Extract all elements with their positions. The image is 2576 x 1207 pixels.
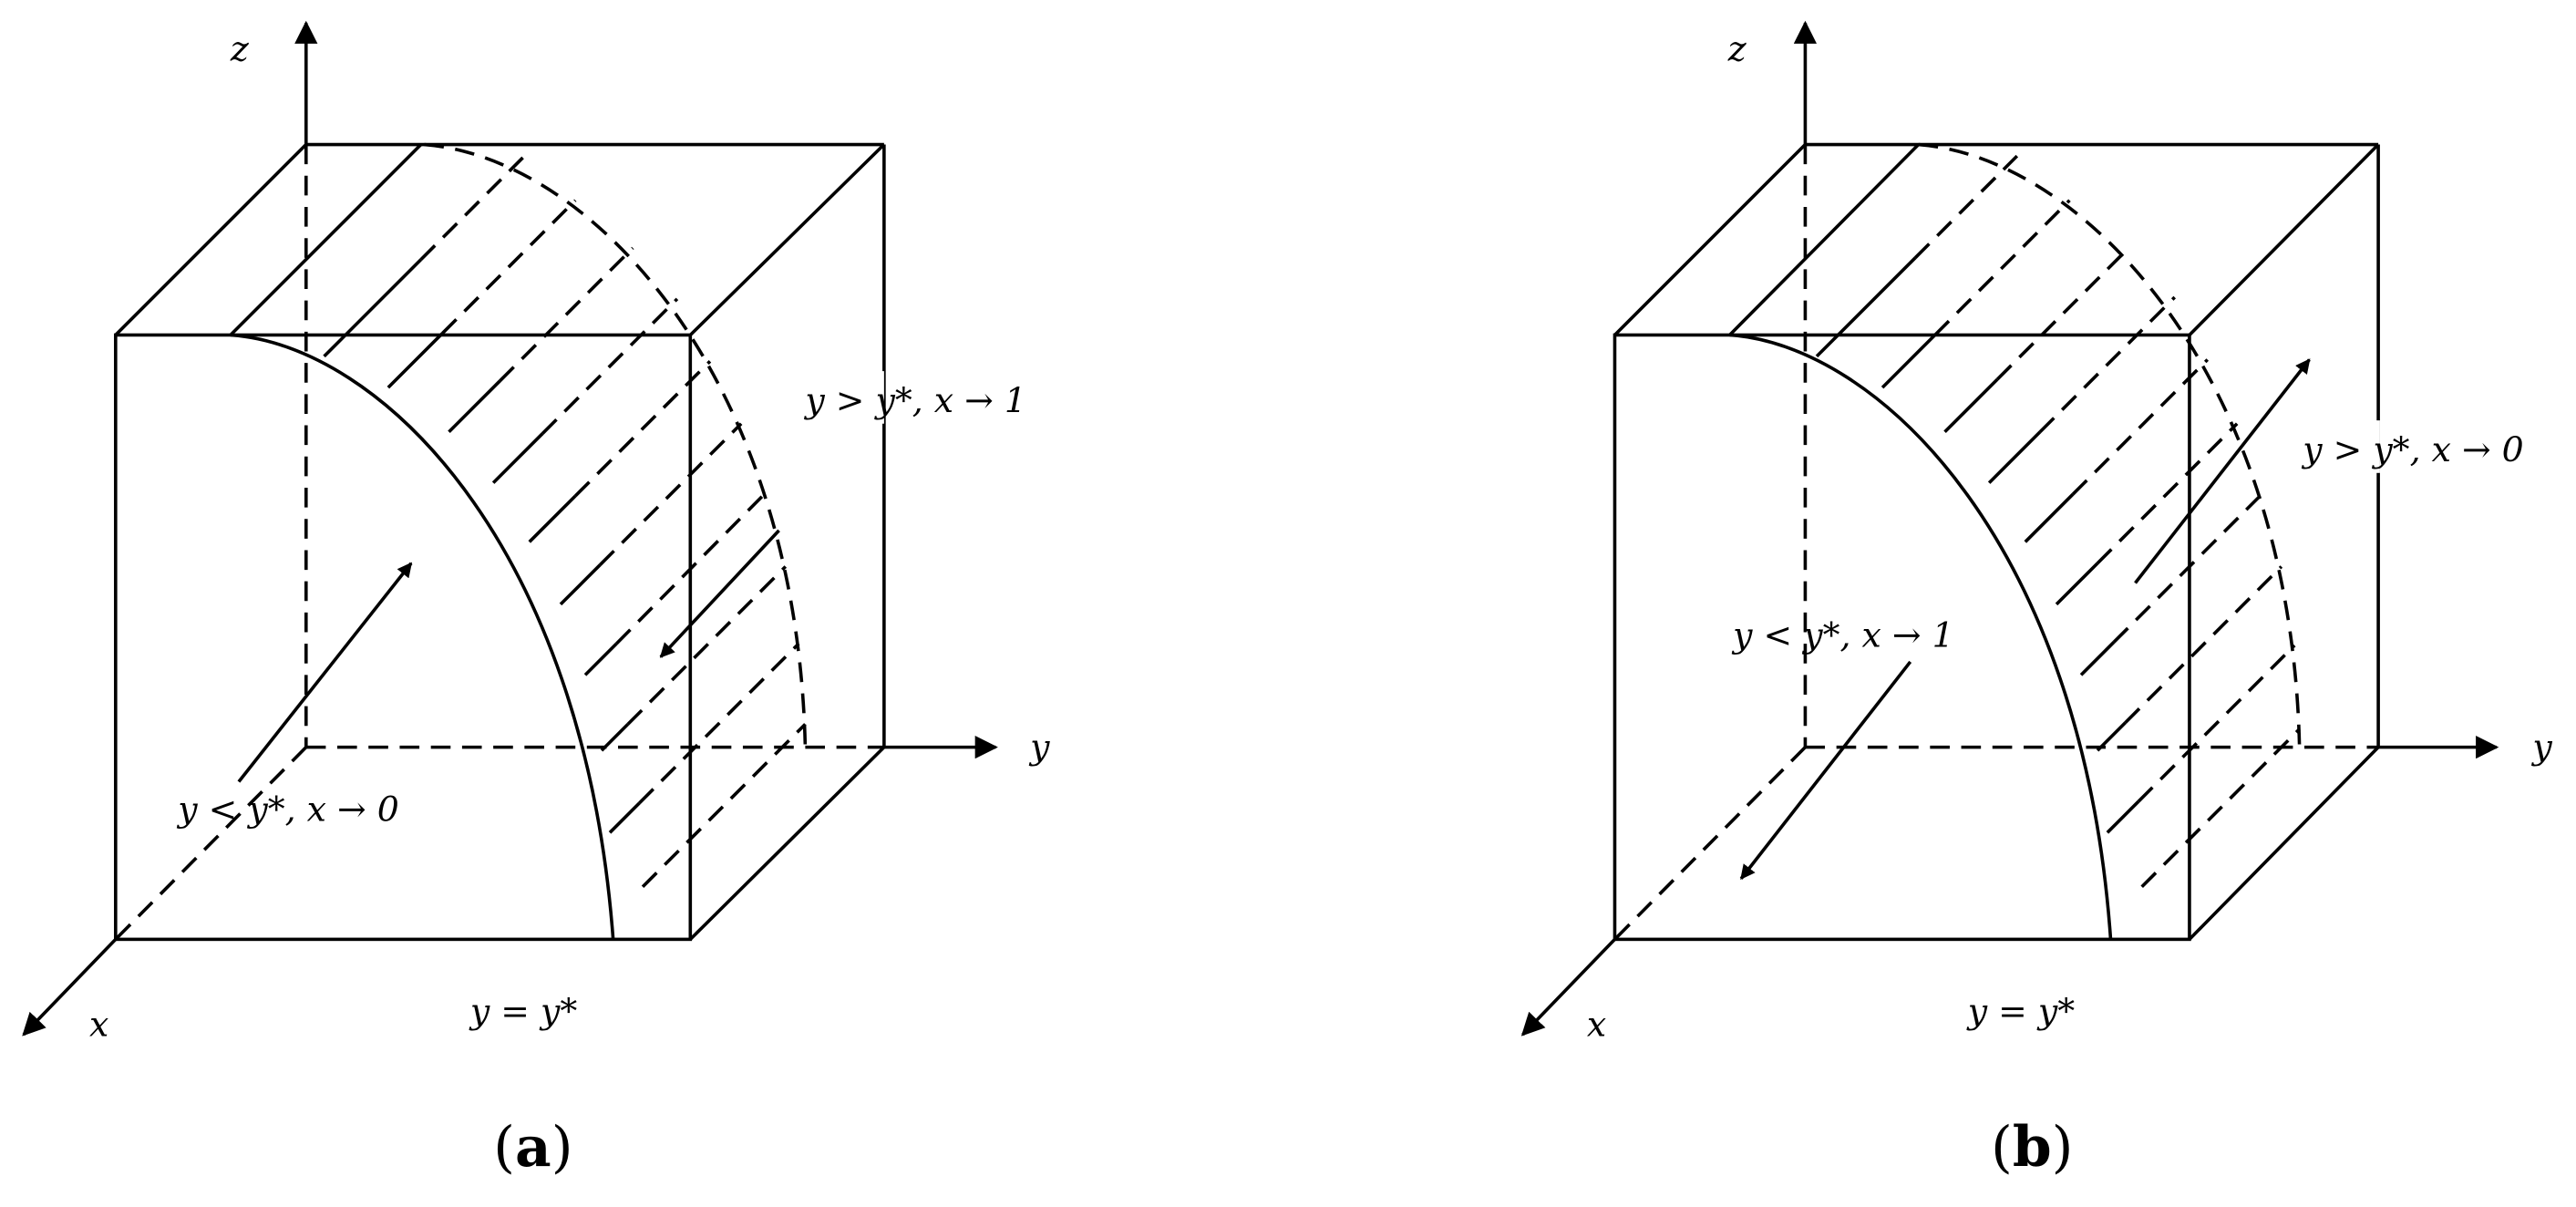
back-curve (1918, 142, 2302, 748)
hatch-lines (1728, 143, 2301, 889)
hatch-lines (229, 143, 807, 889)
front-curve (230, 333, 615, 940)
axes (22, 20, 998, 1037)
panel-b-labels: z y x y > y*, x → 0 y < y*, x → 1 y = y*… (1587, 29, 2553, 1180)
x-axis (22, 938, 118, 1037)
arrow-lower (1739, 660, 1912, 881)
hatch-solid (229, 143, 641, 834)
back-curve (424, 142, 808, 748)
panel-b (1520, 20, 2499, 1037)
x-axis-hidden (114, 746, 308, 941)
label-lower: y < y*, x → 0 (176, 789, 399, 830)
axes (1520, 20, 2499, 1037)
caption-b: (b) (1991, 1114, 2074, 1180)
label-upper: y > y*, x → 1 (803, 380, 1026, 420)
arrow-upper (659, 529, 780, 658)
label-boundary: y = y* (1966, 991, 2075, 1031)
caption-a: (a) (493, 1114, 572, 1180)
x-axis (1520, 938, 1616, 1037)
y-axis-label: y (2530, 727, 2552, 767)
arrow-lower (237, 562, 413, 783)
hatch-dashed (419, 156, 807, 889)
hatch-solid (1728, 143, 2140, 834)
panel-a-labels: z y x y > y*, x → 1 y < y*, x → 0 y = y*… (89, 29, 1050, 1180)
x-axis-label: x (1587, 1005, 1606, 1045)
cube-solid-edges (114, 142, 886, 942)
x-axis-label: x (89, 1005, 108, 1045)
hatch-dashed (1913, 154, 2301, 889)
x-axis-hidden (1613, 746, 1807, 941)
y-axis-label: y (1028, 727, 1050, 767)
arrow-upper (2134, 358, 2311, 584)
z-axis-label: z (230, 29, 250, 69)
label-lower: y < y*, x → 1 (1731, 615, 1953, 655)
cube-hidden-edges (304, 144, 884, 749)
label-upper: y > y*, x → 0 (2301, 429, 2524, 469)
panel-a (22, 20, 998, 1037)
front-curve (1729, 333, 2113, 940)
z-axis-label: z (1727, 29, 1747, 69)
label-boundary: y = y* (469, 991, 577, 1031)
cube-hidden-edges (1803, 144, 2379, 749)
